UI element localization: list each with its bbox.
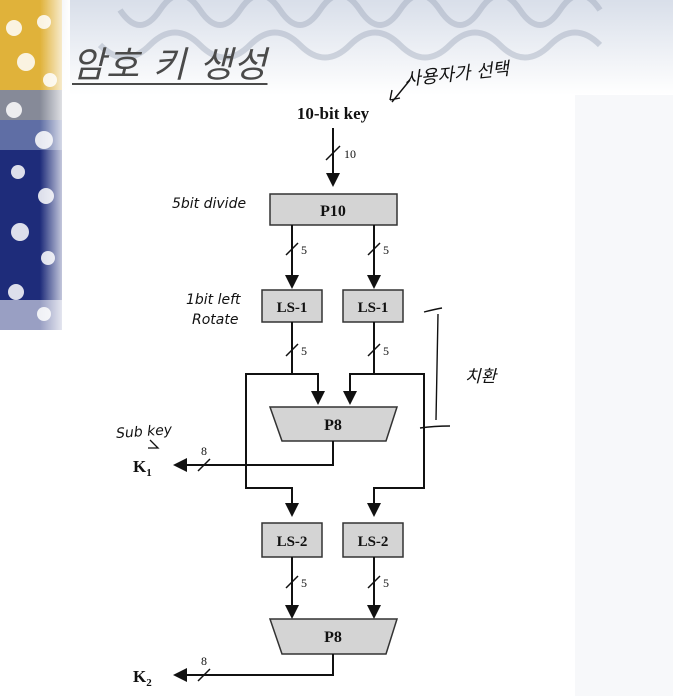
ls1-right-to-p8 [343,373,374,405]
bus-slash [197,668,211,682]
ls1-left-to-ls2 [245,373,299,517]
ls2-right-box [342,522,404,558]
bus-width-5: 5 [301,576,307,590]
bus-width-8: 8 [201,444,207,458]
bus-width-5: 5 [301,344,307,358]
input-key-label: 10-bit key [297,104,370,123]
annotation-permutation: 치환 [465,367,497,387]
bus-slash [367,242,381,256]
bus-slash [367,343,381,357]
ls1-right-label: LS-1 [358,300,389,316]
p8-top-box [268,406,399,442]
handwritten-bracket [419,307,451,429]
bus-slash [367,575,381,589]
p8-bottom-label: P8 [324,629,342,646]
ls1-left-box [261,289,323,323]
annotation-5bit-divide: 5bit divide [172,196,247,212]
bus-slash [285,242,299,256]
ls1-left-to-p8 [292,373,325,405]
k1-label: K1 [133,457,152,479]
bus-slash [285,343,299,357]
bus-width-5: 5 [301,243,307,257]
p8-top-label: P8 [324,417,342,434]
handwritten-tick [148,439,160,449]
k2-arrow [173,654,334,682]
ls2-right-label: LS-2 [358,534,389,550]
left-ornament-column [0,0,70,340]
p8-bottom-box [268,618,399,655]
right-panel [575,95,673,696]
bus-width-5: 5 [383,344,389,358]
bus-slash [197,458,211,472]
ls1-right-to-ls2 [367,373,425,517]
bus-slash [285,575,299,589]
ls1-left-label: LS-1 [277,300,308,316]
k2-label: K2 [133,667,152,689]
bus-slash [325,145,341,161]
bus-width-5: 5 [383,243,389,257]
k1-arrow [173,441,334,472]
ls2-left-label: LS-2 [277,534,308,550]
top-pattern-band [60,0,673,95]
top-ornament [97,0,603,61]
bus-width-8: 8 [201,654,207,668]
bus-width-10: 10 [344,147,356,161]
ls2-left-box [261,522,323,558]
annotation-1bit-left: 1bit left [186,292,241,308]
slide-title: 암호 키 생성 [72,45,268,86]
bus-width-5: 5 [383,576,389,590]
handwritten-arrow [389,79,411,103]
p10-box [269,193,398,226]
annotation-rotate: Rotate [192,312,239,328]
p10-label: P10 [320,203,346,220]
